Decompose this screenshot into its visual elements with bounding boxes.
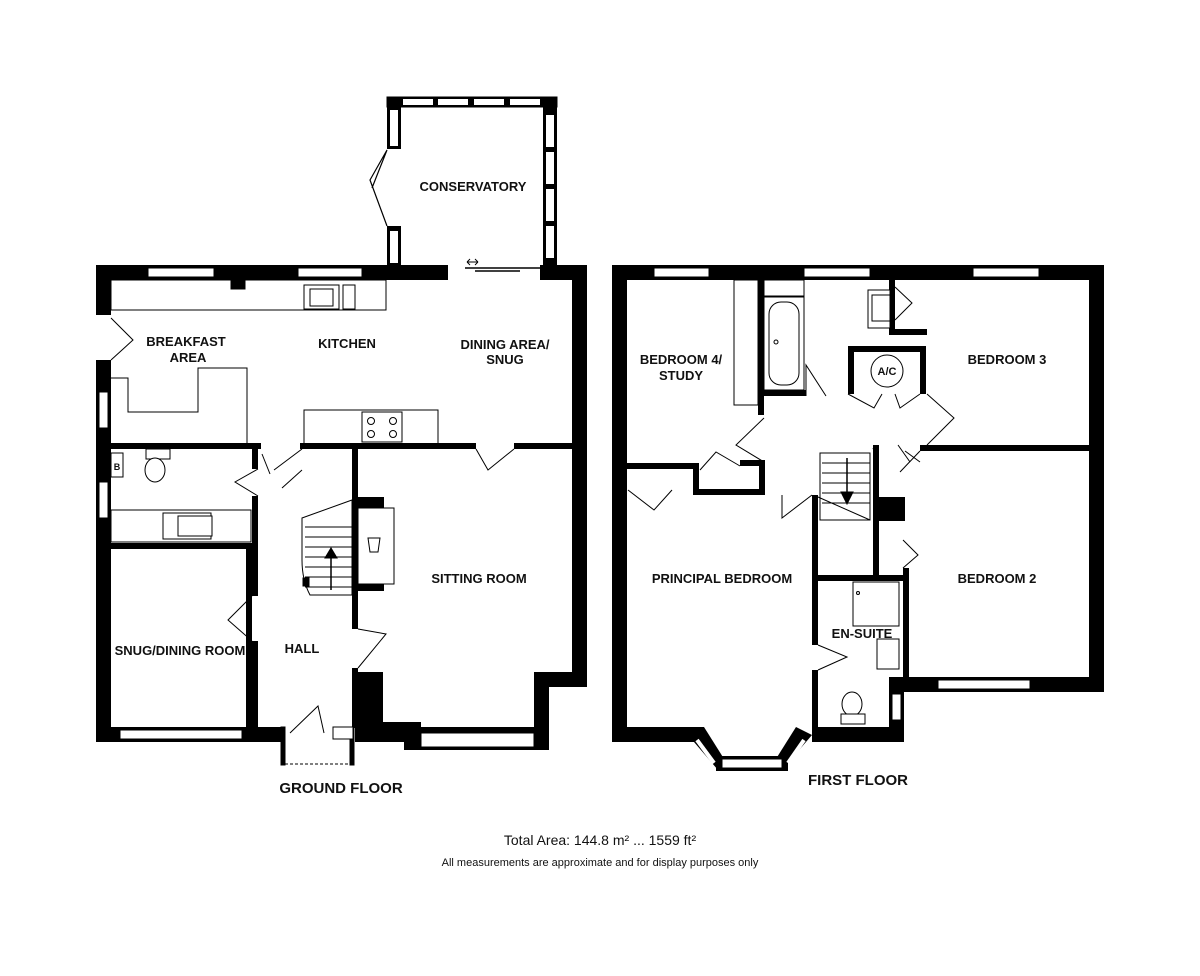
- label-dining-area-line2: SNUG: [486, 352, 524, 367]
- ground-door-swings: [110, 317, 515, 766]
- label-bedroom-2: BEDROOM 2: [958, 571, 1037, 586]
- label-kitchen: KITCHEN: [318, 336, 376, 351]
- label-sitting-room: SITTING ROOM: [431, 571, 526, 586]
- first-internal-walls: [627, 280, 1089, 733]
- room-labels: CONSERVATORY BREAKFAST AREA KITCHEN DINI…: [114, 179, 1047, 797]
- label-hall: HALL: [285, 641, 320, 656]
- cloakroom-fittings: [110, 448, 252, 543]
- conservatory-walls: [369, 96, 558, 272]
- label-dining-area-line1: DINING AREA/: [460, 337, 549, 352]
- ground-windows: [98, 267, 535, 748]
- label-boiler: B: [114, 462, 121, 472]
- label-snug-dining-room: SNUG/DINING ROOM: [115, 643, 246, 658]
- bathroom-fittings: [733, 279, 904, 725]
- label-en-suite: EN-SUITE: [832, 626, 893, 641]
- label-principal-bedroom: PRINCIPAL BEDROOM: [652, 571, 792, 586]
- label-conservatory: CONSERVATORY: [420, 179, 527, 194]
- first-windows: [653, 267, 1040, 769]
- disclaimer-text: All measurements are approximate and for…: [441, 857, 759, 869]
- ground-stairs: [301, 499, 353, 596]
- label-bedroom-4-line2: STUDY: [659, 368, 703, 383]
- total-area-text: Total Area: 144.8 m² ... 1559 ft²: [503, 832, 697, 848]
- label-breakfast-area-line2: AREA: [170, 350, 207, 365]
- first-floor-title: FIRST FLOOR: [808, 772, 908, 789]
- label-airing-cupboard: A/C: [878, 366, 897, 378]
- first-door-swings: [627, 286, 955, 671]
- ground-floor-title: GROUND FLOOR: [279, 780, 402, 797]
- label-bedroom-3: BEDROOM 3: [968, 352, 1047, 367]
- first-stairs: [817, 452, 871, 521]
- first-floor-plan: [612, 265, 1104, 771]
- fireplace: [357, 497, 395, 591]
- ground-internal-walls: [111, 443, 574, 733]
- ground-floor-plan: [96, 96, 587, 766]
- label-breakfast-area-line1: BREAKFAST: [146, 334, 226, 349]
- kitchen-fittings: [110, 279, 439, 445]
- label-bedroom-4-line1: BEDROOM 4/: [640, 352, 723, 367]
